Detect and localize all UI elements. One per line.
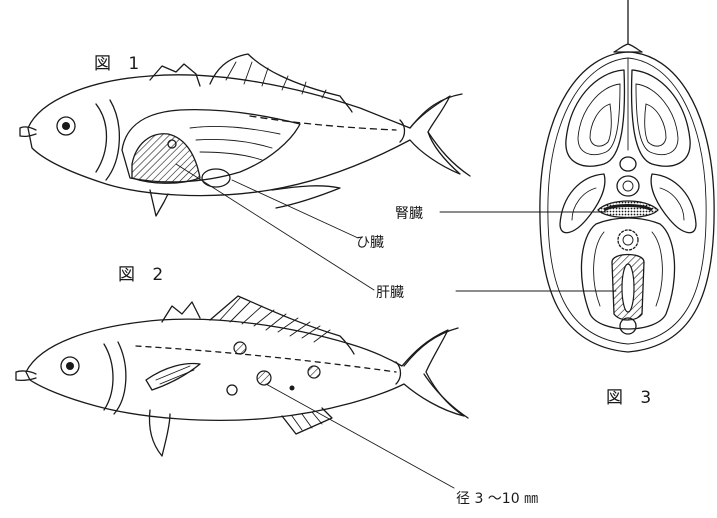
fish-1 xyxy=(20,54,470,216)
figure-2-label: 図 2 xyxy=(118,260,169,285)
fish-2-dorsal-fin-rear xyxy=(210,296,354,354)
spinal-cord xyxy=(620,157,636,171)
cross-section xyxy=(540,0,714,352)
intestine xyxy=(622,264,634,312)
kidney-label: 腎臓 xyxy=(395,203,423,223)
fish-2-tail-fin xyxy=(404,328,468,418)
fish-2-pectoral-fin-rays xyxy=(156,366,194,384)
muscle-ventral-right xyxy=(651,174,696,233)
lesion-2 xyxy=(308,366,320,378)
fish-2-pupil xyxy=(66,362,74,370)
fish-1-body-outline xyxy=(28,75,460,196)
muscle-ventral-left xyxy=(560,174,605,233)
muscle-dorsal-left-core xyxy=(590,104,611,146)
lesion-5 xyxy=(290,386,295,391)
cross-section-dorsal-spine xyxy=(614,0,642,52)
lesion-4 xyxy=(227,385,237,395)
fish-2-dorsal-fin-rays xyxy=(220,298,330,342)
vertebra-center xyxy=(623,181,633,191)
lesion-size-label: 径 3 ～10 ㎜ xyxy=(456,488,538,508)
muscle-dorsal-right-core xyxy=(645,104,666,146)
fish-1-gill xyxy=(96,100,119,180)
fish-1-ventral-fin xyxy=(272,186,340,208)
fish-1-tail-base xyxy=(400,120,405,142)
vertebra xyxy=(617,176,639,196)
figure-3-label: 図 3 xyxy=(606,383,657,408)
fish-1-dorsal-fin-rear xyxy=(210,54,352,112)
spleen-label: ひ臓 xyxy=(356,232,384,252)
muscle-dorsal-left-inner xyxy=(578,84,620,155)
lesion-3 xyxy=(257,371,271,385)
swim-bladder-center xyxy=(623,235,633,245)
muscle-ventral-left-line xyxy=(572,188,596,220)
muscle-ventral-right-line xyxy=(660,188,684,220)
swim-bladder xyxy=(618,230,638,250)
liver-label: 肝臓 xyxy=(376,282,404,302)
fish-2-pectoral-fin xyxy=(146,364,200,390)
fish-1-liver xyxy=(132,134,200,183)
lesion-1 xyxy=(234,342,246,354)
fish-1-pupil xyxy=(62,122,70,130)
muscle-dorsal-right-inner xyxy=(636,84,678,155)
fish-2-body-outline xyxy=(26,319,464,420)
fish-2-gill xyxy=(104,342,126,414)
liver-leader-line-1 xyxy=(176,164,374,290)
figure-1-label: 図 1 xyxy=(94,49,145,74)
fish-2 xyxy=(16,296,468,456)
fish-1-gut-lines xyxy=(190,126,280,160)
fish-2-lateral-line xyxy=(136,346,396,372)
